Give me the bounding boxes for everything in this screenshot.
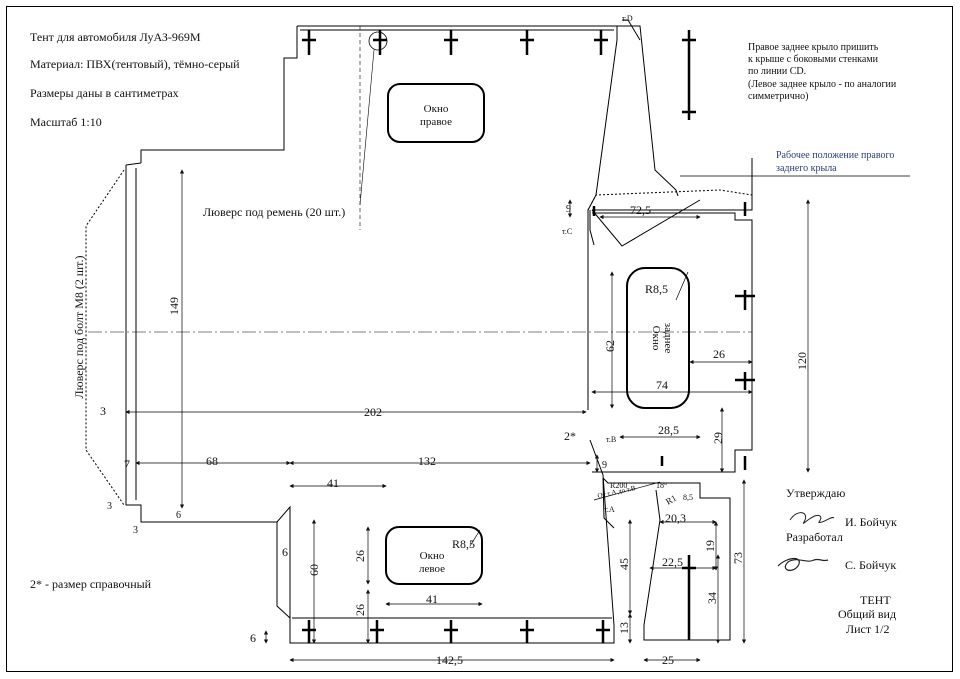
radius-200-label: R200 (610, 481, 627, 490)
grommet (594, 30, 608, 55)
dim-72-5: 72,5 (630, 203, 651, 217)
dim-74: 74 (656, 378, 668, 392)
dim-26-lower: 26 (353, 604, 367, 616)
dim-41-top: 41 (327, 476, 339, 490)
rear-panel-outline (592, 212, 753, 473)
dim-45: 45 (617, 558, 631, 570)
left-window-label-2: левое (419, 563, 445, 575)
dim-68: 68 (206, 454, 218, 468)
dim-28-5: 28,5 (658, 423, 679, 437)
dim-3-lower: 3 (107, 501, 112, 512)
dim-6-bottom: 6 (250, 631, 256, 645)
drawing-name: ТЕНТ (860, 593, 891, 607)
dim-29: 29 (711, 432, 725, 444)
r1-label: R1 (664, 493, 678, 507)
dim-202: 202 (364, 405, 382, 419)
dim-149: 149 (167, 297, 181, 315)
dim-9-top: 9 (566, 204, 571, 215)
note-line-3: по линии CD. (748, 66, 807, 77)
right-window-label-2: правое (420, 116, 452, 128)
dim-120: 120 (795, 352, 809, 370)
dim-26-upper: 26 (353, 550, 367, 562)
grommet (444, 30, 458, 55)
dim-22-5: 22,5 (662, 555, 683, 569)
sheet-number: Лист 1/2 (846, 622, 890, 636)
note-line-1: Правое заднее крыло пришить (748, 42, 879, 53)
dim-13: 13 (617, 622, 631, 634)
grommet (520, 30, 534, 55)
dim-26-rear: 26 (713, 347, 725, 361)
grommet (735, 372, 755, 390)
grommet (370, 620, 384, 643)
point-a-label: т.А (604, 505, 615, 514)
radius-8-5-left: R8,5 (452, 537, 475, 551)
approver-signature (789, 512, 835, 524)
wing-position-label-2: заднего крыла (776, 163, 837, 174)
point-b-label: т.В (606, 435, 616, 444)
drawing-title: Тент для автомобиля ЛуАЗ-969М (30, 30, 201, 44)
left-window-label-1: Окно (420, 550, 445, 562)
dim-6-corner: 6 (176, 510, 181, 521)
scale-note: Масштаб 1:10 (30, 115, 102, 129)
dim-8-5: 8,5 (683, 493, 693, 502)
dim-6-left: 6 (282, 545, 288, 559)
dim-9-lower: 9 (602, 460, 607, 471)
rear-window-label-1: Окно (650, 326, 662, 351)
roof-outline (297, 25, 618, 410)
grommet (735, 290, 755, 310)
left-window (385, 526, 483, 585)
reference-size-note: 2* - размер справочный (30, 577, 152, 591)
dim-60: 60 (307, 564, 321, 576)
dim-25: 25 (662, 653, 674, 667)
wing-position-label-1: Рабочее положение правого (776, 150, 895, 161)
dim-7: 7 (124, 457, 130, 471)
dim-132: 132 (418, 454, 436, 468)
dim-34: 34 (705, 592, 719, 604)
grommet (302, 30, 316, 55)
right-window-label-1: Окно (424, 103, 449, 115)
rear-window-label-2: заднее (662, 323, 674, 354)
developed-label: Разработал (786, 530, 843, 544)
rear-window (626, 267, 690, 409)
approve-label: Утверждаю (786, 486, 846, 500)
sheet-frame (6, 6, 953, 672)
approver-name: И. Бойчук (845, 515, 897, 529)
units-note: Размеры даны в сантиметрах (30, 86, 179, 100)
point-c-label: т.C (562, 227, 572, 236)
dim-73: 73 (731, 552, 745, 564)
dim-2-ref: 2* (564, 429, 576, 443)
angle-18-label: 18° (656, 481, 667, 490)
dim-3-bottom: 3 (133, 525, 138, 536)
grommet (596, 620, 610, 643)
dim-20-3: 20,3 (665, 511, 686, 525)
point-d-label: т.D (622, 14, 633, 23)
grommet-highlight (368, 31, 388, 51)
developer-name: С. Бойчук (845, 558, 897, 572)
grommet (444, 620, 458, 643)
dim-142-5: 142,5 (436, 653, 463, 667)
view-name: Общий вид (838, 607, 897, 621)
dim-41-bottom: 41 (426, 592, 438, 606)
radius-8-5-rear: R8,5 (645, 282, 668, 296)
material-note: Материал: ПВХ(тентовый), тёмно-серый (30, 57, 240, 71)
developer-signature (777, 557, 829, 571)
note-line-2: к крыше с боковыми стенками (748, 54, 878, 65)
note-line-5: симметрично) (748, 91, 809, 102)
dim-19: 19 (703, 540, 717, 552)
note-line-4: (Левое заднее крыло - по аналогии (748, 79, 897, 90)
right-window (387, 83, 485, 143)
strap-grommet-label: Люверс под ремень (20 шт.) (203, 205, 346, 219)
grommet (373, 30, 387, 55)
grommet (520, 620, 534, 643)
strap-grommets (302, 30, 755, 643)
dim-62: 62 (603, 340, 617, 352)
dim-3-left: 3 (100, 404, 106, 418)
grommet (682, 30, 696, 120)
